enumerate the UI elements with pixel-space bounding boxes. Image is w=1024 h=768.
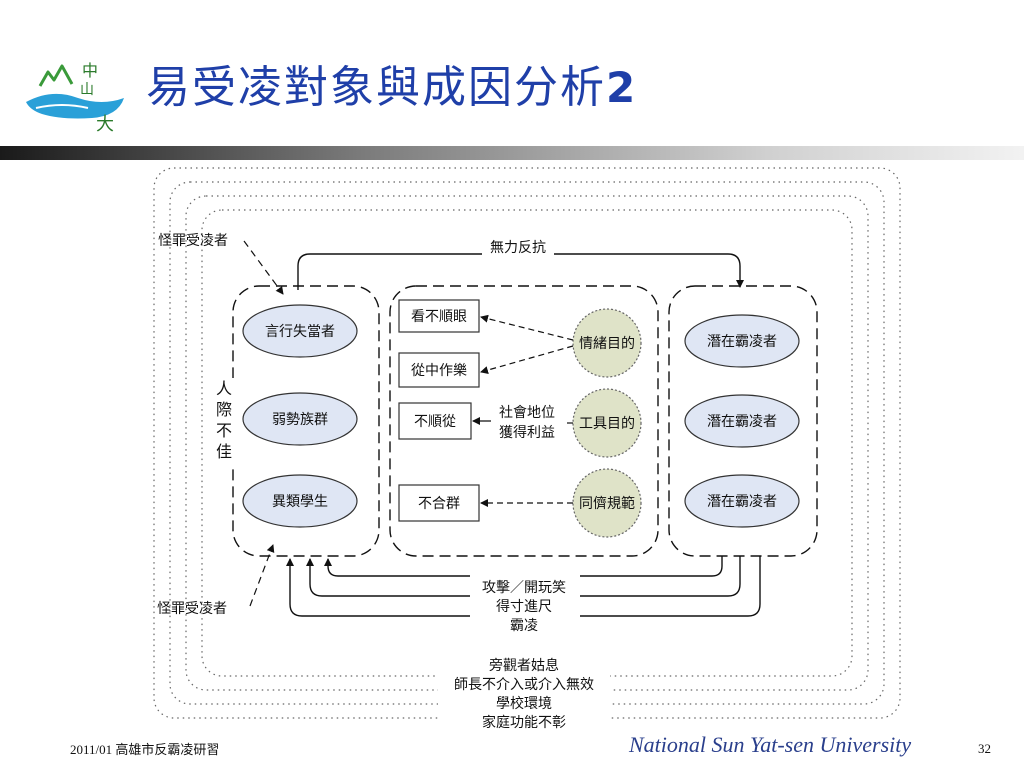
blame-victim-bottom-label: 怪罪受凌者 xyxy=(157,601,227,617)
bully-node xyxy=(684,314,800,368)
context-frame-2 xyxy=(169,181,885,705)
bully-label: 潛在霸凌者 xyxy=(707,334,777,350)
victim-label: 弱勢族群 xyxy=(272,412,328,428)
motive-node xyxy=(572,308,642,378)
blame-victim-bottom-arrow xyxy=(249,544,275,607)
victim-list: 言行失當者 弱勢族群 異類學生 xyxy=(242,304,358,528)
trigger-box xyxy=(398,352,480,388)
side-label-char: 不 xyxy=(216,421,232,440)
university-logo: 中 山 大 xyxy=(26,61,124,135)
trigger-label: 看不順眼 xyxy=(411,309,467,325)
bully-label: 潛在霸凌者 xyxy=(707,494,777,510)
svg-text:中: 中 xyxy=(82,61,98,80)
svg-text:大: 大 xyxy=(96,114,114,135)
page-number: 32 xyxy=(978,741,991,756)
blame-victim-top-arrow xyxy=(243,240,284,295)
motive-node xyxy=(572,388,642,458)
powerless-label-bg xyxy=(482,236,554,258)
motive-label: 同儕規範 xyxy=(579,495,635,512)
victim-label: 異類學生 xyxy=(272,494,328,510)
bully-node xyxy=(684,394,800,448)
blame-victim-top-label: 怪罪受凌者 xyxy=(158,233,228,249)
cause-group-box xyxy=(389,285,659,557)
context-layer-label: 旁觀者姑息 xyxy=(489,657,559,674)
trigger-box xyxy=(398,402,472,440)
victim-node xyxy=(242,304,358,358)
tool-gain-status: 社會地位 xyxy=(499,405,555,421)
motive-label: 情緒目的 xyxy=(579,336,635,352)
slide-title: 易受凌對象與成因分析2 xyxy=(146,66,637,110)
side-label-char: 佳 xyxy=(216,442,232,461)
context-frame-1 xyxy=(153,167,901,719)
side-label-text: 人際不佳 xyxy=(216,379,232,461)
trigger-box xyxy=(398,484,480,522)
context-layer-label: 學校環境 xyxy=(496,695,552,712)
slide-title-text: 易受凌對象與成因分析 xyxy=(146,62,606,113)
bully-group-box xyxy=(668,285,818,557)
escalation-label: 霸凌 xyxy=(510,618,538,634)
motive-list: 情緒目的 工具目的 同儕規範 xyxy=(572,308,642,538)
tool-gain-benefit: 獲得利益 xyxy=(499,424,555,441)
motive-trigger-arrows xyxy=(480,314,574,507)
bully-label: 潛在霸凌者 xyxy=(707,414,777,430)
bully-node xyxy=(684,474,800,528)
context-label-bg xyxy=(438,654,610,734)
victim-node xyxy=(242,474,358,528)
motive-node xyxy=(572,468,642,538)
motive-label: 工具目的 xyxy=(579,416,635,432)
slide-title-number: 2 xyxy=(606,63,638,112)
escalation-label: 攻擊／開玩笑 xyxy=(482,579,566,596)
bully-list: 潛在霸凌者 潛在霸凌者 潛在霸凌者 xyxy=(684,314,800,528)
victim-node xyxy=(242,392,358,446)
footer-university: National Sun Yat-sen University xyxy=(629,732,912,757)
footer-event: 2011/01 高雄市反霸凌研習 xyxy=(70,742,220,757)
svg-text:山: 山 xyxy=(80,82,94,98)
trigger-label: 不合群 xyxy=(418,496,460,512)
trigger-box xyxy=(398,299,480,333)
trigger-label: 不順從 xyxy=(414,414,456,430)
escalation-label: 得寸進尺 xyxy=(496,598,552,615)
context-layer-label: 家庭功能不彰 xyxy=(482,714,566,731)
victim-label: 言行失當者 xyxy=(265,324,335,340)
side-label-char: 際 xyxy=(216,400,232,419)
trigger-label: 從中作樂 xyxy=(411,362,467,379)
trigger-list: 看不順眼 從中作樂 不順從 不合群 xyxy=(398,299,480,522)
context-layer-label: 師長不介入或介入無效 xyxy=(454,677,594,693)
powerless-arrow xyxy=(297,253,744,290)
escalation-label-bg xyxy=(470,574,580,636)
powerless-label: 無力反抗 xyxy=(490,240,546,256)
side-label-poor-relations: 人際不佳 xyxy=(211,378,237,464)
side-label-char: 人 xyxy=(216,379,232,398)
title-divider xyxy=(0,146,1024,160)
